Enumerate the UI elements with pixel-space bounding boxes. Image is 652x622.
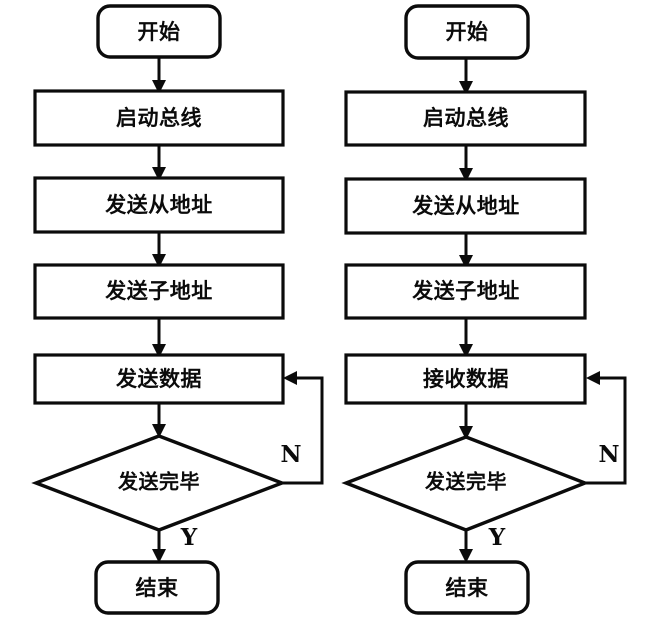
terminator-shape-start — [404, 4, 530, 60]
arrow-head-decide-to-end — [152, 549, 166, 563]
node-send-complete-decision[interactable]: 发送完毕 — [341, 435, 590, 532]
node-label-send-sub-address: 发送子地址 — [104, 279, 213, 303]
receive-connectors — [459, 58, 627, 563]
node-start[interactable]: 开始 — [96, 4, 222, 59]
terminator-shape-start — [96, 4, 222, 59]
branch-label-yes: Y — [180, 524, 198, 551]
node-send-complete-decision[interactable]: 发送完毕 — [31, 434, 287, 532]
node-send-sub-address[interactable]: 发送子地址 — [344, 263, 587, 320]
branch-label-yes: Y — [488, 524, 506, 551]
connector-loop-no — [282, 376, 324, 485]
arrow-head-data-to-decide — [152, 424, 166, 438]
arrow-head-data-to-decide — [459, 426, 473, 440]
send-connectors — [152, 57, 324, 563]
process-shape-send-sub-address — [344, 263, 587, 320]
process-shape-send-sub-address — [33, 263, 285, 320]
node-label-end: 结束 — [136, 576, 179, 600]
decision-shape-send-complete — [341, 435, 590, 532]
arrow-head-start-to-startbus — [459, 81, 473, 95]
node-label-start: 开始 — [446, 20, 489, 44]
process-shape-send-slave-address — [33, 176, 285, 234]
arrow-head-slaveadr-to-subadr — [152, 254, 166, 268]
node-send-data[interactable]: 发送数据 — [33, 353, 285, 405]
receive-flowchart: 开始 启动总线 发送从地址 发送子地址 接收数据 — [341, 4, 627, 615]
send-flowchart: 开始 启动总线 发送从地址 发送子地址 发送数据 — [31, 4, 324, 615]
node-label-send-slave-address: 发送从地址 — [411, 194, 520, 218]
arrow-head-subadr-to-data — [459, 344, 473, 358]
arrow-head-subadr-to-data — [152, 344, 166, 358]
branch-label-no: N — [280, 441, 301, 468]
node-send-slave-address[interactable]: 发送从地址 — [33, 176, 285, 234]
arrow-head-loop-no — [283, 371, 297, 385]
node-label-start-bus: 启动总线 — [116, 106, 202, 130]
connector-loop-no — [585, 376, 627, 485]
terminator-shape-end — [94, 560, 220, 615]
node-label-send-complete: 发送完毕 — [117, 470, 200, 494]
node-label-start: 开始 — [138, 20, 181, 44]
arrow-head-decide-to-end — [459, 549, 473, 563]
node-label-send-complete: 发送完毕 — [424, 470, 507, 494]
node-label-send-slave-address: 发送从地址 — [104, 193, 213, 217]
node-label-end: 结束 — [446, 576, 489, 600]
node-end[interactable]: 结束 — [404, 560, 530, 615]
node-start[interactable]: 开始 — [404, 4, 530, 60]
arrow-head-startbus-to-slaveadr — [459, 168, 473, 182]
process-shape-start-bus — [33, 89, 285, 147]
process-shape-send-slave-address — [344, 177, 587, 235]
process-shape-start-bus — [344, 90, 587, 147]
arrow-head-startbus-to-slaveadr — [152, 167, 166, 181]
node-receive-data[interactable]: 接收数据 — [344, 353, 587, 405]
node-start-bus[interactable]: 启动总线 — [344, 90, 587, 147]
node-label-start-bus: 启动总线 — [423, 106, 509, 130]
process-shape-send-data — [33, 353, 285, 405]
node-label-send-sub-address: 发送子地址 — [411, 279, 520, 303]
node-label-receive-data: 接收数据 — [423, 367, 509, 391]
decision-shape-send-complete — [31, 434, 287, 532]
terminator-shape-end — [404, 560, 530, 615]
branch-label-no: N — [598, 441, 619, 468]
node-label-send-data: 发送数据 — [115, 367, 202, 391]
arrow-head-loop-no — [586, 371, 600, 385]
node-start-bus[interactable]: 启动总线 — [33, 89, 285, 147]
node-end[interactable]: 结束 — [94, 560, 220, 615]
arrow-head-start-to-startbus — [152, 80, 166, 94]
process-shape-receive-data — [344, 353, 587, 405]
node-send-sub-address[interactable]: 发送子地址 — [33, 263, 285, 320]
arrow-head-slaveadr-to-subadr — [459, 255, 473, 269]
node-send-slave-address[interactable]: 发送从地址 — [344, 177, 587, 235]
